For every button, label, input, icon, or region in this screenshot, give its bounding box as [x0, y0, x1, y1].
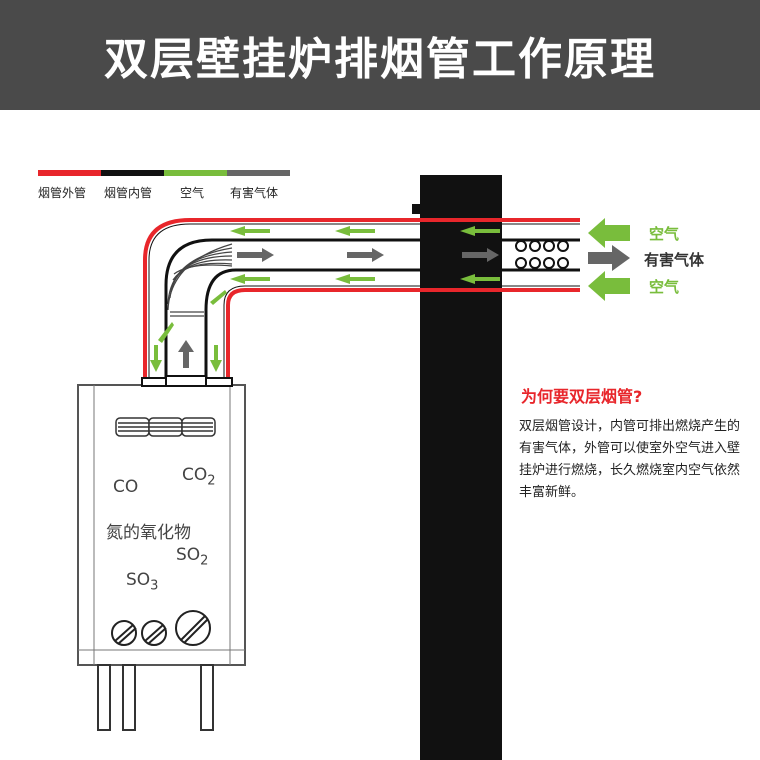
legend-label-inner-pipe: 烟管内管: [104, 186, 153, 200]
gas-so2-base: SO: [176, 545, 201, 565]
legend-label-air: 空气: [180, 186, 205, 200]
legend-swatch-harmful-gas: [227, 170, 290, 176]
label-harmful-gas: 有害气体: [644, 251, 705, 269]
outer-pipe-bottom-wall-edge: [223, 285, 580, 385]
gas-so3-sub: 3: [150, 578, 159, 594]
air-arrows-bottom: [230, 274, 500, 284]
gas-co2-base: CO: [182, 465, 208, 485]
wall: [420, 175, 502, 760]
inner-pipe-bottom-wall: [204, 268, 580, 385]
inner-pipe-top-wall: [164, 238, 580, 385]
legend-swatch-air: [164, 170, 227, 176]
pipe-end-rings: [515, 240, 569, 269]
air-arrows-top: [230, 226, 500, 236]
page-title: 双层壁挂炉排烟管工作原理: [104, 34, 656, 85]
explanation-heading: 为何要双层烟管?: [521, 387, 643, 406]
external-air-arrow-top: [588, 218, 630, 248]
gas-co2-sub: 2: [207, 473, 216, 489]
gas-co2: CO2: [182, 465, 216, 488]
gas-so2-sub: 2: [200, 553, 209, 569]
corrugated-elbow: [167, 243, 233, 317]
legend-swatch-inner-pipe: [101, 170, 164, 176]
outer-pipe-top-wall-edge: [148, 223, 580, 385]
outer-pipe-top-wall: [143, 218, 580, 385]
legend-swatch-outer-pipe: [38, 170, 101, 176]
harmful-gas-arrows: [178, 248, 499, 368]
outer-pipe-bottom-wall: [226, 288, 580, 385]
boiler-inner-connector: [165, 375, 207, 387]
valve-knobs: [111, 610, 211, 646]
boiler-pipes: [97, 664, 214, 731]
label-air-top: 空气: [649, 225, 680, 243]
gas-co: CO: [113, 477, 139, 497]
explanation-body: 双层烟管设计，内管可排出燃烧产生的有害气体，外管可以使室外空气进入壁挂炉进行燃烧…: [519, 419, 741, 500]
external-harmful-gas-arrow: [588, 245, 630, 271]
external-air-arrow-bottom: [588, 271, 630, 301]
gas-so3-base: SO: [126, 570, 151, 590]
legend-label-harmful-gas: 有害气体: [230, 186, 279, 200]
gas-so3: SO3: [126, 570, 158, 593]
legend-label-outer-pipe: 烟管外管: [38, 186, 87, 200]
gas-nox: 氮的氧化物: [106, 523, 191, 543]
wall-ledge: [412, 204, 422, 214]
gas-so2: SO2: [176, 545, 208, 568]
title-bar: 双层壁挂炉排烟管工作原理: [0, 0, 760, 110]
burner-coils: [115, 417, 216, 437]
air-arrows-down: [150, 290, 227, 372]
label-air-bottom: 空气: [649, 278, 680, 296]
